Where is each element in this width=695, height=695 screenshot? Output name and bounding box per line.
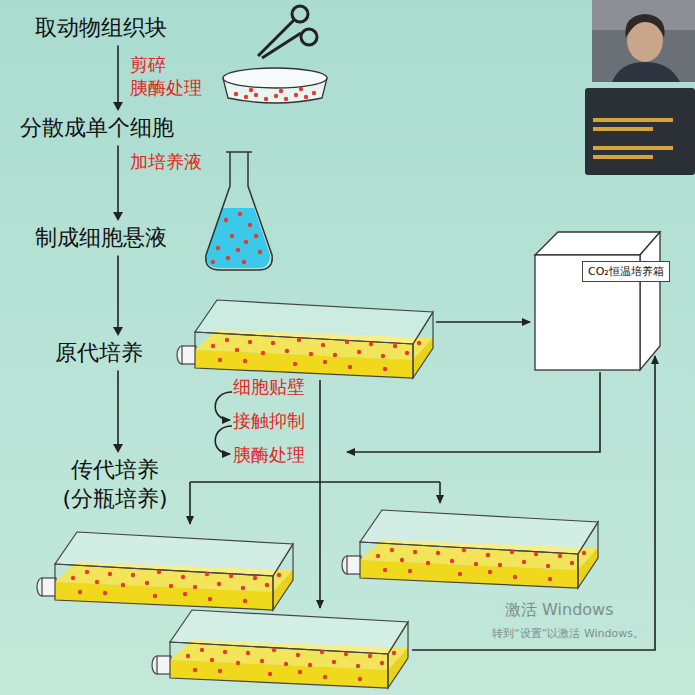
culture-flask [152,610,408,688]
flow-line [190,481,440,483]
step-note: 胰酶处理 [233,444,305,467]
node-text: 制成细胞悬液 [35,224,167,253]
incubator [535,232,660,370]
chat-panel [585,88,695,175]
node-text: 原代培养 [55,339,143,368]
edge-label: 剪碎 胰酶处理 [130,54,202,99]
flow-arrow [113,371,123,453]
step-text: 原代培养 [55,339,143,368]
node-text: 传代培养 [50,456,180,485]
watermark: 激活 Windows [503,600,616,621]
erlenmeyer-flask [206,152,272,270]
incubator-label: CO₂恒温培养箱 [582,261,670,282]
webcam [592,0,695,82]
flow-arrow [113,46,123,111]
edge-label: 加培养液 [130,151,202,174]
node-text: CO₂恒温培养箱 [588,265,664,278]
flow-arrow [113,146,123,221]
step-text: 取动物组织块 [35,14,167,43]
watermark: 转到“设置”以激活 Windows。 [490,626,646,641]
culture-flask [37,532,293,610]
step-text: 分散成单个细胞 [20,114,174,143]
step-note: 接触抑制 [233,410,305,433]
node-text: 取动物组织块 [35,14,167,43]
flow-line [190,322,655,650]
step-text: 传代培养(分瓶培养) [50,456,180,513]
step-note: 细胞贴壁 [233,376,305,399]
step-text: 制成细胞悬液 [35,224,167,253]
node-text: 分散成单个细胞 [20,114,174,143]
culture-flask [177,300,433,378]
scissors [258,6,317,58]
culture-flask [342,510,598,588]
dish [223,68,327,103]
node-text: (分瓶培养) [50,485,180,514]
flow-arrow [113,256,123,336]
